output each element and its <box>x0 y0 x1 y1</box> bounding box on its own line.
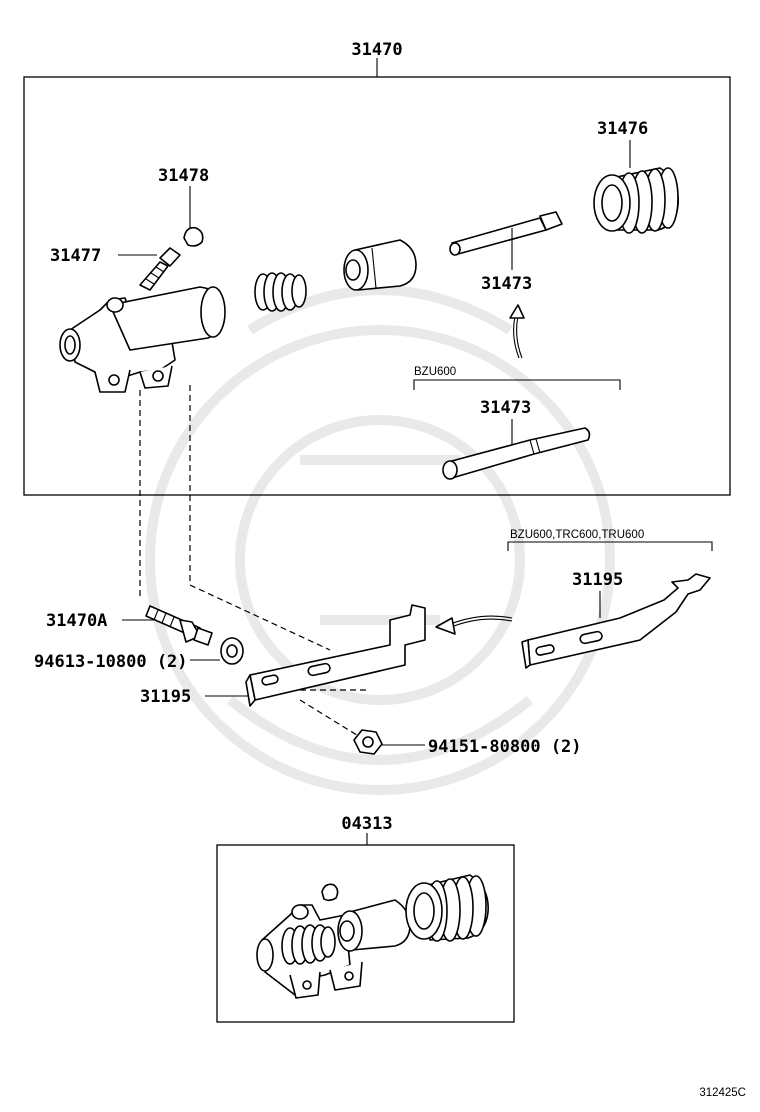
slave-cylinder-body[interactable] <box>59 286 226 393</box>
push-rod-variant[interactable] <box>442 427 591 480</box>
washer[interactable] <box>220 637 244 665</box>
bleeder-plug-label[interactable]: 31477 <box>50 246 101 266</box>
bleeder-cap-label[interactable]: 31478 <box>158 166 209 186</box>
assembly-box <box>23 76 731 496</box>
bracket[interactable] <box>245 604 426 707</box>
washer-label[interactable]: 94613-10800 (2) <box>34 652 188 672</box>
boot[interactable] <box>593 167 679 234</box>
bracket-variant[interactable] <box>521 573 711 669</box>
variant-bzu600-bracket <box>413 379 621 390</box>
piston[interactable] <box>343 239 417 291</box>
nut[interactable] <box>353 729 383 755</box>
kit-boot[interactable] <box>405 874 489 942</box>
push-rod-label[interactable]: 31473 <box>481 274 532 294</box>
push-rod[interactable] <box>449 211 563 256</box>
assembly-label[interactable]: 31470 <box>351 40 402 60</box>
bleeder-plug[interactable] <box>139 247 181 291</box>
nut-label[interactable]: 94151-80800 (2) <box>428 737 582 757</box>
variant-arrow-left <box>435 615 513 635</box>
dash-line-bracket <box>189 385 331 651</box>
variant-arrow-up <box>509 304 525 359</box>
repair-kit-label[interactable]: 04313 <box>341 814 392 834</box>
bracket-variant-label[interactable]: 31195 <box>572 570 623 590</box>
kit-bleeder-cap[interactable] <box>321 883 339 902</box>
variant-multi-bracket <box>507 541 713 551</box>
kit-spring[interactable] <box>281 924 336 965</box>
bracket-label[interactable]: 31195 <box>140 687 191 707</box>
stud[interactable] <box>145 605 213 646</box>
stud-label[interactable]: 31470A <box>46 611 107 631</box>
dash-line-nut-b <box>299 699 366 741</box>
repair-kit-box <box>216 844 515 1023</box>
spring[interactable] <box>254 272 307 312</box>
bleeder-cap[interactable] <box>183 226 204 247</box>
variant-multi-label: BZU600,TRC600,TRU600 <box>510 529 644 541</box>
variant-bzu600-label: BZU600 <box>414 366 456 378</box>
figure-code: 312425C <box>699 1087 746 1099</box>
push-rod-variant-label[interactable]: 31473 <box>480 398 531 418</box>
boot-label[interactable]: 31476 <box>597 119 648 139</box>
kit-piston[interactable] <box>337 899 411 952</box>
watermark-emblem <box>145 285 615 795</box>
